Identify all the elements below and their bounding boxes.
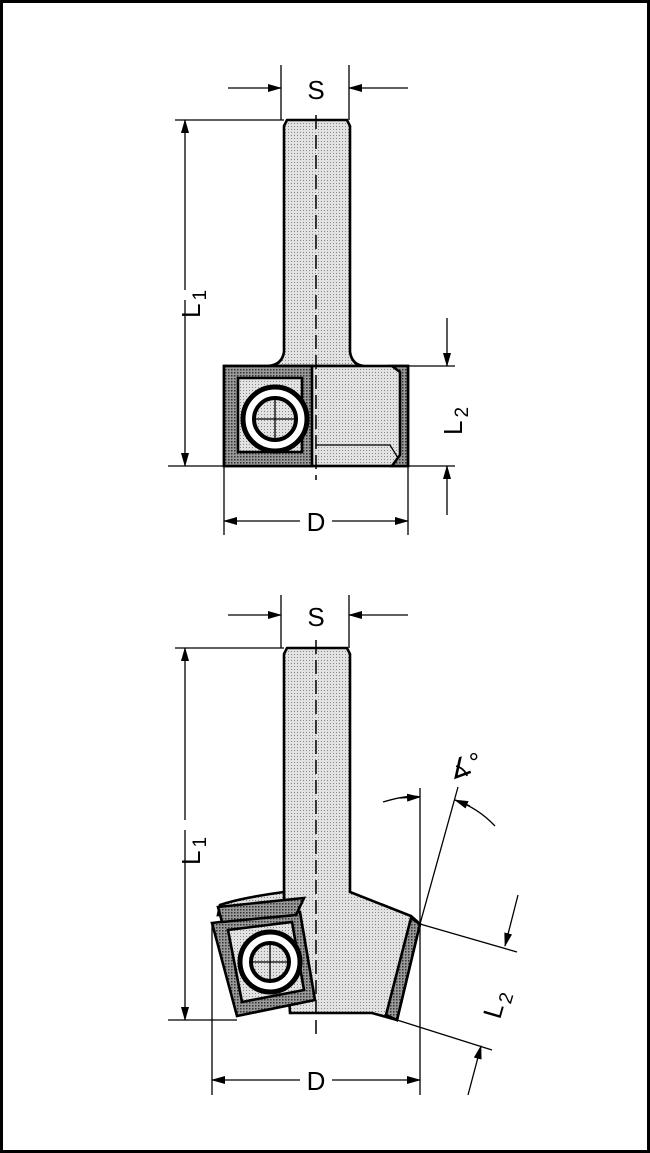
top-cut-length-label: L2 — [438, 407, 473, 435]
bottom-cut-length-extension-lines — [396, 923, 518, 1051]
top-cutter — [222, 115, 410, 480]
top-dimensions: S L1 L2 D — [168, 65, 473, 537]
bottom-insert-top — [216, 896, 307, 924]
bottom-cut-length-arrow-down — [504, 894, 519, 947]
bottom-length-label: L1 — [176, 837, 211, 865]
bottom-cut-length-label: L2 — [477, 986, 518, 1023]
bottom-dimensions: S L1 D ∡° L2 — [168, 595, 519, 1096]
bottom-cut-length-subscript: 2 — [495, 990, 518, 1006]
top-length-subscript: 1 — [190, 290, 211, 301]
angle-arrow-left — [399, 793, 421, 802]
top-length-letter: L — [176, 304, 206, 318]
top-screw-crosshair — [252, 396, 298, 442]
angle-label: ∡° — [444, 746, 486, 786]
bottom-cut-length-arrow-up — [467, 1045, 482, 1096]
bottom-length-extension-lines — [168, 647, 284, 1021]
angle-arrow-right — [454, 799, 471, 809]
bottom-shank-label: S — [307, 602, 324, 632]
bottom-screw-crosshair — [249, 941, 291, 983]
bottom-length-subscript: 1 — [190, 837, 211, 848]
top-edge-line — [316, 444, 399, 459]
bottom-cutter — [210, 640, 422, 1035]
top-diameter-label: D — [307, 507, 326, 537]
bottom-diameter-extension-lines — [211, 788, 421, 1095]
bottom-shank-extension-lines — [280, 595, 350, 648]
bottom-length-letter: L — [176, 851, 206, 865]
top-shank-label: S — [307, 75, 324, 105]
top-length-label: L1 — [176, 290, 211, 318]
angle-arc-right — [454, 799, 496, 827]
top-cut-length-letter: L — [438, 421, 468, 435]
bottom-diameter-label: D — [307, 1066, 326, 1096]
top-cut-length-subscript: 2 — [452, 407, 473, 418]
top-shank-extension-lines — [280, 65, 350, 120]
angle-leg — [419, 786, 459, 925]
